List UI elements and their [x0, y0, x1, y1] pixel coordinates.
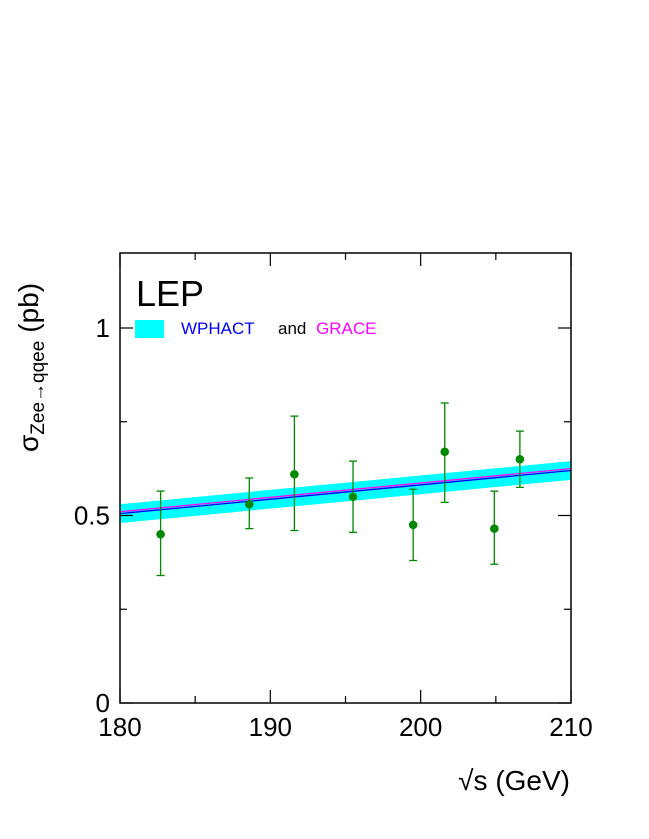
data-point-3 [290, 415, 299, 532]
svg-text:σZee→qqee(pb): σZee→qqee (pb) [13, 283, 49, 452]
lep-annotation: LEP [136, 273, 204, 314]
y-axis-label-subscript: Zee→qqee [28, 341, 49, 435]
data-marker [440, 447, 450, 457]
y-tick-label: 0 [96, 688, 110, 718]
legend-grace: GRACE [316, 319, 376, 338]
legend-wphact: WPHACT [181, 319, 255, 338]
data-marker [515, 454, 525, 464]
y-axis-label-sigma: σ [13, 435, 44, 452]
data-marker [408, 520, 418, 530]
theory-line-grace [119, 467, 572, 513]
data-point-7 [490, 490, 499, 565]
data-marker [244, 499, 254, 509]
x-tick-label: 210 [549, 712, 592, 742]
data-point-5 [408, 488, 418, 562]
y-axis-label-unit: (pb) [13, 283, 44, 333]
legend-and: and [278, 319, 306, 338]
y-tick-label: 1 [96, 313, 110, 343]
data-point-6 [440, 402, 450, 504]
data-point-4 [348, 460, 358, 534]
legend-band-swatch [135, 320, 164, 338]
theory-line-wphact [119, 469, 572, 515]
x-tick-label: 190 [249, 712, 292, 742]
x-axis-label: √s (GeV) [458, 765, 570, 796]
data-marker [290, 469, 299, 479]
data-point-2 [244, 477, 254, 530]
data-marker [156, 529, 165, 539]
x-tick-label: 200 [399, 712, 442, 742]
y-axis-label: σZee→qqee (pb) [13, 283, 49, 452]
data-point-1 [156, 490, 165, 577]
data-marker [490, 524, 499, 533]
data-point-8 [515, 430, 525, 489]
x-tick-label: 180 [98, 712, 141, 742]
y-tick-label: 0.5 [74, 501, 110, 531]
data-marker [348, 492, 358, 502]
